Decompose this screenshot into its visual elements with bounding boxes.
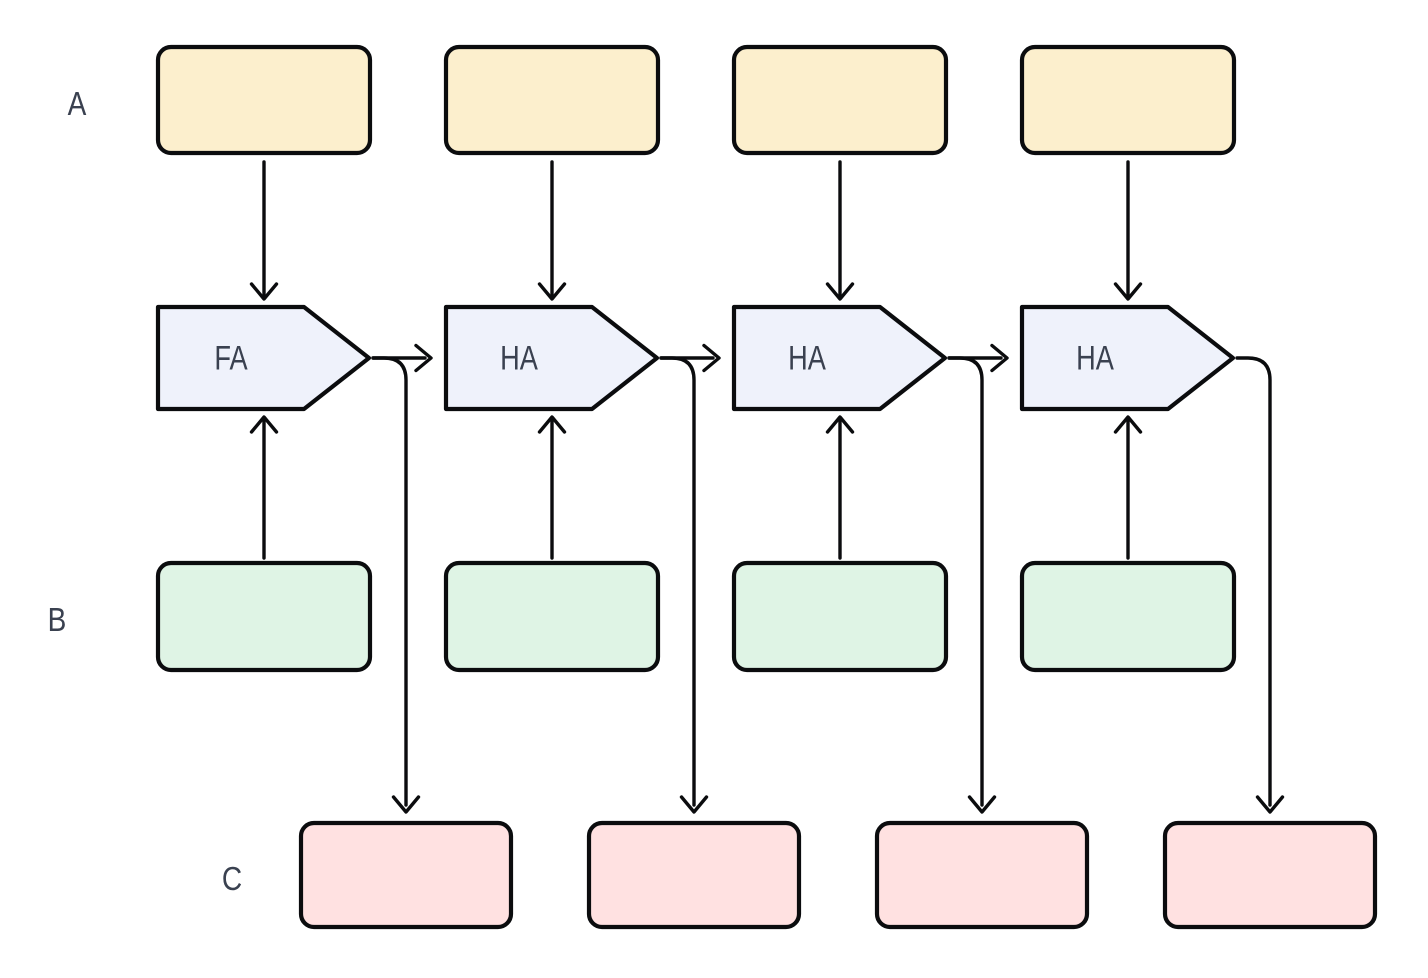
arrowhead-up-icon: [1113, 415, 1143, 434]
input-b-box: [155, 560, 373, 673]
row-label-a: A: [68, 86, 87, 123]
input-b-box: [731, 560, 949, 673]
adder-unit-shape: [443, 304, 660, 412]
carry-arrow-down: [659, 356, 696, 807]
carry-out-box: [586, 820, 802, 930]
adder-unit-shape: [731, 304, 948, 412]
input-a-box: [155, 44, 373, 156]
adder-unit-shape: [155, 304, 372, 412]
arrowhead-down-icon: [1255, 795, 1285, 814]
carry-arrow-down: [371, 356, 408, 807]
input-a-box: [443, 44, 661, 156]
adder-stage: HA: [1019, 44, 1378, 930]
adder-unit-shape: [1019, 304, 1236, 412]
row-label-b: B: [48, 602, 67, 639]
adder-stage: HA: [731, 44, 1090, 930]
carry-out-box: [874, 820, 1090, 930]
input-a-box: [1019, 44, 1237, 156]
input-b-box: [443, 560, 661, 673]
arrowhead-up-icon: [537, 415, 567, 434]
arrowhead-down-icon: [391, 795, 421, 814]
arrowhead-down-icon: [967, 795, 997, 814]
adder-unit-label: HA: [788, 339, 826, 378]
adder-stage: HA: [443, 44, 802, 930]
arrowhead-right-icon: [702, 343, 721, 373]
arrowhead-up-icon: [825, 415, 855, 434]
arrowhead-right-icon: [414, 343, 433, 373]
arrowhead-down-icon: [249, 282, 279, 301]
arrowhead-down-icon: [537, 282, 567, 301]
arrowhead-down-icon: [1113, 282, 1143, 301]
input-a-box: [731, 44, 949, 156]
adder-stage: FA: [155, 44, 514, 930]
row-label-c: C: [222, 861, 242, 898]
carry-arrow-down: [1235, 356, 1272, 807]
adder-unit-label: FA: [214, 339, 248, 378]
arrowhead-up-icon: [249, 415, 279, 434]
adder-unit-label: HA: [1076, 339, 1114, 378]
input-b-box: [1019, 560, 1237, 673]
arrowhead-right-icon: [990, 343, 1009, 373]
arrowhead-down-icon: [825, 282, 855, 301]
carry-out-box: [298, 820, 514, 930]
carry-out-box: [1162, 820, 1378, 930]
arrowhead-down-icon: [679, 795, 709, 814]
carry-arrow-down: [947, 356, 984, 807]
adder-unit-label: HA: [500, 339, 538, 378]
